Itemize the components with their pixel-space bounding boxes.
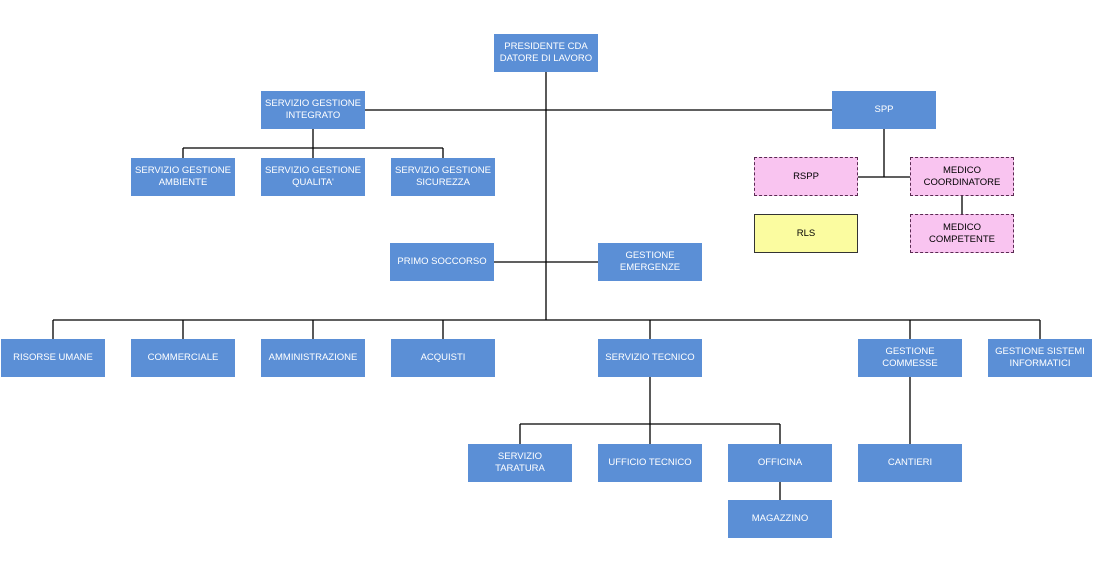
node-rls: RLS	[754, 214, 858, 253]
node-risorse-umane: RISORSE UMANE	[1, 339, 105, 377]
node-spp: SPP	[832, 91, 936, 129]
node-ufficio-tecnico: UFFICIO TECNICO	[598, 444, 702, 482]
node-officina: OFFICINA	[728, 444, 832, 482]
node-rspp: RSPP	[754, 157, 858, 196]
node-gestione-emergenze: GESTIONE EMERGENZE	[598, 243, 702, 281]
node-medico-competente: MEDICO COMPETENTE	[910, 214, 1014, 253]
node-servizio-gestione-ambiente: SERVIZIO GESTIONE AMBIENTE	[131, 158, 235, 196]
node-gestione-sistemi-informatici: GESTIONE SISTEMI INFORMATICI	[988, 339, 1092, 377]
node-servizio-gestione-sicurezza: SERVIZIO GESTIONE SICUREZZA	[391, 158, 495, 196]
node-magazzino: MAGAZZINO	[728, 500, 832, 538]
node-servizio-tecnico: SERVIZIO TECNICO	[598, 339, 702, 377]
node-acquisti: ACQUISTI	[391, 339, 495, 377]
node-servizio-taratura: SERVIZIO TARATURA	[468, 444, 572, 482]
node-amministrazione: AMMINISTRAZIONE	[261, 339, 365, 377]
node-medico-coordinatore: MEDICO COORDINATORE	[910, 157, 1014, 196]
node-gestione-commesse: GESTIONE COMMESSE	[858, 339, 962, 377]
node-presidente: PRESIDENTE CDA DATORE DI LAVORO	[494, 34, 598, 72]
node-cantieri: CANTIERI	[858, 444, 962, 482]
node-servizio-gestione-qualita: SERVIZIO GESTIONE QUALITA'	[261, 158, 365, 196]
node-servizio-gestione-integrato: SERVIZIO GESTIONE INTEGRATO	[261, 91, 365, 129]
node-commerciale: COMMERCIALE	[131, 339, 235, 377]
node-primo-soccorso: PRIMO SOCCORSO	[390, 243, 494, 281]
